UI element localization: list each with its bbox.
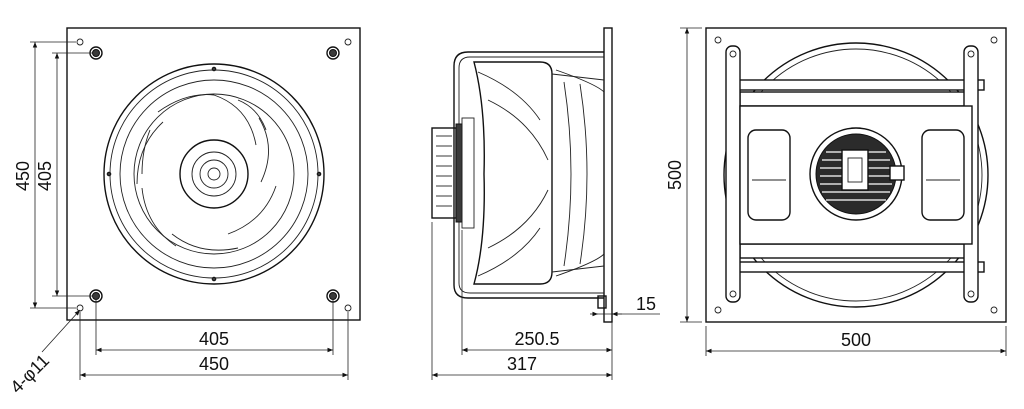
front-dim-405-horizontal: 405 bbox=[199, 329, 229, 349]
front-dim-405-vertical: 405 bbox=[35, 161, 55, 191]
side-motor-body bbox=[431, 127, 457, 219]
side-dim-250-5: 250.5 bbox=[514, 329, 559, 349]
rear-bar-bottom bbox=[727, 261, 985, 273]
front-dim-left: 450 405 bbox=[13, 41, 92, 309]
front-dim-bottom: 405 450 bbox=[79, 300, 349, 380]
side-dim-15: 15 bbox=[636, 294, 656, 314]
front-dim-450-vertical: 450 bbox=[13, 161, 33, 191]
rear-terminal-box bbox=[841, 149, 869, 191]
rear-ring bbox=[723, 42, 989, 308]
rear-view: 500 500 bbox=[665, 27, 1007, 356]
front-hole-note-text: 4-φ11 bbox=[6, 350, 53, 397]
rear-dim-500-vertical: 500 bbox=[665, 160, 685, 190]
side-impeller bbox=[473, 61, 553, 285]
front-mounting-plate bbox=[66, 27, 361, 321]
side-view: 250.5 317 15 bbox=[431, 27, 660, 380]
front-view: 405 450 450 405 4-φ11 bbox=[6, 27, 361, 397]
side-dim-317: 317 bbox=[507, 354, 537, 374]
front-inlet-ring-outer bbox=[103, 63, 325, 285]
front-hole-note: 4-φ11 bbox=[6, 309, 81, 397]
rear-bar-top bbox=[727, 79, 985, 91]
rear-frame bbox=[705, 27, 1007, 323]
front-hub bbox=[179, 139, 249, 209]
rear-dim-500-horizontal: 500 bbox=[841, 330, 871, 350]
front-impeller-blades bbox=[136, 94, 277, 251]
side-flange-plate bbox=[603, 27, 613, 323]
rear-dims: 500 500 bbox=[665, 27, 1007, 356]
side-dims: 250.5 317 15 bbox=[431, 222, 660, 380]
front-dim-450-horizontal: 450 bbox=[199, 354, 229, 374]
